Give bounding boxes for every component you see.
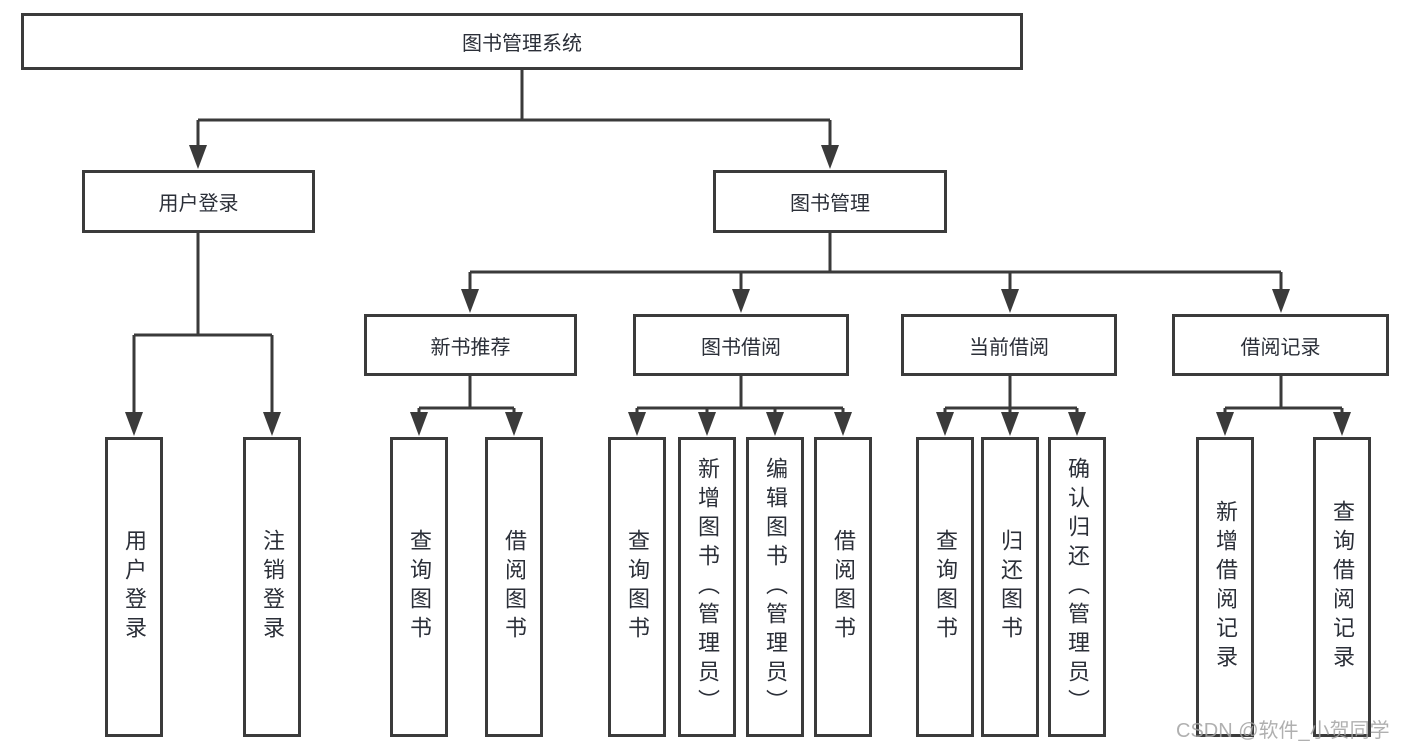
node-borrowing-records: 借阅记录 <box>1172 314 1389 376</box>
leaf-label: 查询图书 <box>407 529 432 645</box>
node-label: 新书推荐 <box>430 336 511 359</box>
leaf-confirm-return-admin: 确认归还（管理员） <box>1048 437 1106 737</box>
leaf-label: 查询借阅记录 <box>1330 500 1355 674</box>
leaf-query-books-1: 查询图书 <box>390 437 448 737</box>
node-label: 图书管理 <box>790 193 870 215</box>
node-user-login: 用户登录 <box>82 170 315 233</box>
node-library-management-system: 图书管理系统 <box>21 13 1023 70</box>
leaf-label: 编辑图书（管理员） <box>763 456 788 718</box>
node-new-book-recommendation: 新书推荐 <box>364 314 577 376</box>
node-book-management: 图书管理 <box>713 170 947 233</box>
leaf-label: 注销登录 <box>260 529 285 645</box>
leaf-add-books-admin: 新增图书（管理员） <box>678 437 736 737</box>
leaf-query-books-2: 查询图书 <box>608 437 666 737</box>
leaf-user-login: 用户登录 <box>105 437 163 737</box>
node-label: 图书借阅 <box>701 336 781 359</box>
leaf-query-borrow-record: 查询借阅记录 <box>1313 437 1371 737</box>
node-book-borrowing: 图书借阅 <box>633 314 849 376</box>
leaf-label: 用户登录 <box>122 529 147 645</box>
leaf-label: 确认归还（管理员） <box>1065 456 1090 718</box>
leaf-add-borrow-record: 新增借阅记录 <box>1196 437 1254 737</box>
leaf-query-books-3: 查询图书 <box>916 437 974 737</box>
leaf-label: 借阅图书 <box>502 529 527 645</box>
leaf-borrow-books-2: 借阅图书 <box>814 437 872 737</box>
leaf-label: 归还图书 <box>998 529 1023 645</box>
leaf-label: 查询图书 <box>625 529 650 645</box>
leaf-label: 新增图书（管理员） <box>695 456 720 718</box>
node-label: 图书管理系统 <box>462 33 582 55</box>
node-label: 当前借阅 <box>969 336 1049 359</box>
leaf-logout: 注销登录 <box>243 437 301 737</box>
leaf-return-books: 归还图书 <box>981 437 1039 737</box>
node-label: 借阅记录 <box>1240 336 1321 359</box>
leaf-edit-books-admin: 编辑图书（管理员） <box>746 437 804 737</box>
node-current-borrowing: 当前借阅 <box>901 314 1117 376</box>
node-label: 用户登录 <box>158 193 239 215</box>
leaf-label: 新增借阅记录 <box>1213 500 1238 674</box>
leaf-label: 查询图书 <box>933 529 958 645</box>
leaf-borrow-books-1: 借阅图书 <box>485 437 543 737</box>
csdn-watermark: CSDN @软件_小贺同学 <box>1176 720 1390 742</box>
leaf-label: 借阅图书 <box>831 529 856 645</box>
